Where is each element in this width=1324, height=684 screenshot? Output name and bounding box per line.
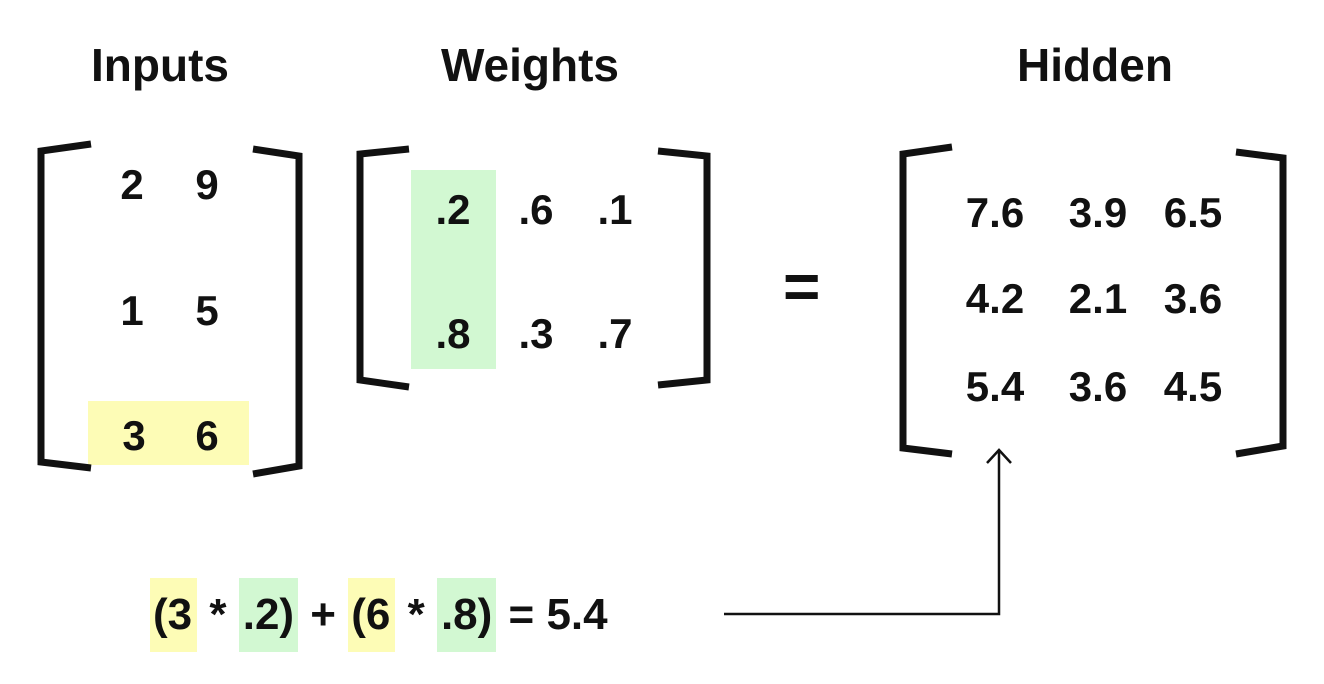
input-cell: 6 xyxy=(195,412,219,459)
weight-cell: .3 xyxy=(518,310,554,357)
hidden-cell: 4.2 xyxy=(965,275,1025,322)
inputs-right-bracket xyxy=(252,145,303,478)
input-cell: 5 xyxy=(195,287,219,334)
weight-cell: .7 xyxy=(597,310,633,357)
formula-close-paren: ) xyxy=(279,590,295,639)
inputs-left-bracket xyxy=(37,140,92,472)
formula-result: = 5.4 xyxy=(496,590,608,639)
weight-cell: .2 xyxy=(435,186,471,233)
formula-input-value: 6 xyxy=(365,590,391,639)
formula-input-term-1: (3 xyxy=(150,578,198,652)
result-arrow xyxy=(724,448,1012,616)
formula-open-paren: ( xyxy=(351,590,366,639)
hidden-cell: 3.6 xyxy=(1068,363,1128,410)
input-cell: 2 xyxy=(120,161,144,208)
hidden-cell: 2.1 xyxy=(1068,275,1128,322)
hidden-left-bracket xyxy=(899,143,953,458)
weight-cell: .1 xyxy=(597,186,633,233)
inputs-title: Inputs xyxy=(91,39,229,91)
hidden-cell: 3.6 xyxy=(1163,275,1223,322)
formula-input-value: 3 xyxy=(167,590,193,639)
formula-plus: + xyxy=(298,590,349,639)
weight-column-highlight xyxy=(411,170,496,369)
hidden-cell: 6.5 xyxy=(1163,189,1223,236)
hidden-title: Hidden xyxy=(1017,39,1173,91)
formula-times: * xyxy=(197,590,239,639)
input-cell: 3 xyxy=(122,412,146,459)
input-row-highlight xyxy=(88,401,249,465)
hidden-cell: 7.6 xyxy=(965,189,1025,236)
formula-weight-value: .8 xyxy=(440,590,478,639)
formula-input-term-2: (6 xyxy=(348,578,396,652)
weights-left-bracket xyxy=(356,145,410,391)
hidden-right-bracket xyxy=(1235,148,1287,458)
hidden-cell: 4.5 xyxy=(1163,363,1223,410)
input-cell: 9 xyxy=(195,161,219,208)
weight-cell: .6 xyxy=(518,186,554,233)
formula-weight-term-1: .2) xyxy=(238,578,299,652)
formula-weight-value: .2 xyxy=(242,590,280,639)
weights-title: Weights xyxy=(440,39,620,91)
hidden-cell: 3.9 xyxy=(1068,189,1128,236)
dot-product-formula: (3 * .2) + (6 * .8) = 5.4 xyxy=(150,572,608,658)
equals-sign: = xyxy=(783,250,821,322)
input-cell: 1 xyxy=(120,287,144,334)
formula-open-paren: ( xyxy=(153,590,168,639)
formula-times: * xyxy=(395,590,437,639)
formula-close-paren: ) xyxy=(477,590,493,639)
formula-weight-term-2: .8) xyxy=(436,578,497,652)
weight-cell: .8 xyxy=(435,310,471,357)
weights-right-bracket xyxy=(657,147,711,389)
hidden-cell: 5.4 xyxy=(965,363,1025,410)
